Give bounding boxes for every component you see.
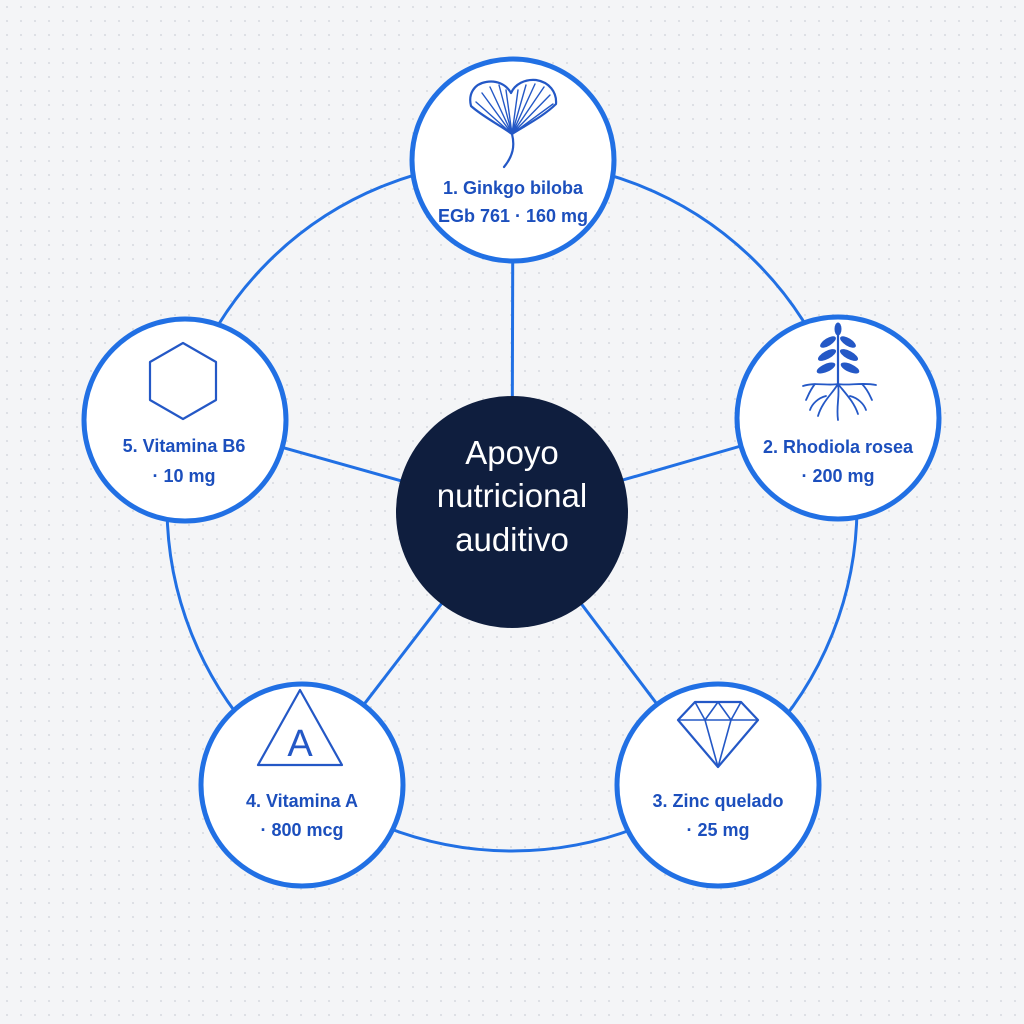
node-2-title: 2. Rhodiola rosea xyxy=(763,437,914,457)
node-4-circle xyxy=(198,681,406,889)
ginkgo-leaf-icon xyxy=(469,78,558,169)
node-3-title: 3. Zinc quelado xyxy=(652,791,783,811)
node-5-circle xyxy=(81,316,289,524)
node-zinc-quelado: 3. Zinc quelado · 25 mg xyxy=(614,681,822,889)
center-label-line-2: nutricional xyxy=(437,477,587,514)
node-5-title: 5. Vitamina B6 xyxy=(123,436,246,456)
triangle-letter-icon: A xyxy=(256,688,344,767)
node-vitamina-a: A 4. Vitamina A · 800 mcg xyxy=(198,681,406,889)
node-1-title: 1. Ginkgo biloba xyxy=(443,178,584,198)
center-hub: Apoyo nutricional auditivo xyxy=(396,396,628,628)
node-3-dose: · 25 mg xyxy=(686,820,749,840)
node-1-dose: EGb 761 · 160 mg xyxy=(438,206,588,226)
diamond-icon xyxy=(676,700,760,769)
center-circle xyxy=(396,396,628,628)
node-1-circle xyxy=(409,56,617,264)
node-vitamina-b6: 5. Vitamina B6 · 10 mg xyxy=(81,316,289,524)
node-2-dose: · 200 mg xyxy=(801,466,874,486)
node-5-dose: · 10 mg xyxy=(152,466,215,486)
rhodiola-plant-icon xyxy=(802,322,877,421)
node-rhodiola-rosea: 2. Rhodiola rosea · 200 mg xyxy=(734,314,942,522)
hexagon-icon xyxy=(148,341,218,421)
center-label-line-1: Apoyo xyxy=(465,434,559,471)
center-label-line-3: auditivo xyxy=(455,521,569,558)
node-4-dose: · 800 mcg xyxy=(260,820,343,840)
node-3-circle xyxy=(614,681,822,889)
triangle-icon-letter: A xyxy=(287,723,313,765)
node-ginkgo-biloba: 1. Ginkgo biloba EGb 761 · 160 mg xyxy=(409,56,617,264)
node-4-title: 4. Vitamina A xyxy=(246,791,358,811)
